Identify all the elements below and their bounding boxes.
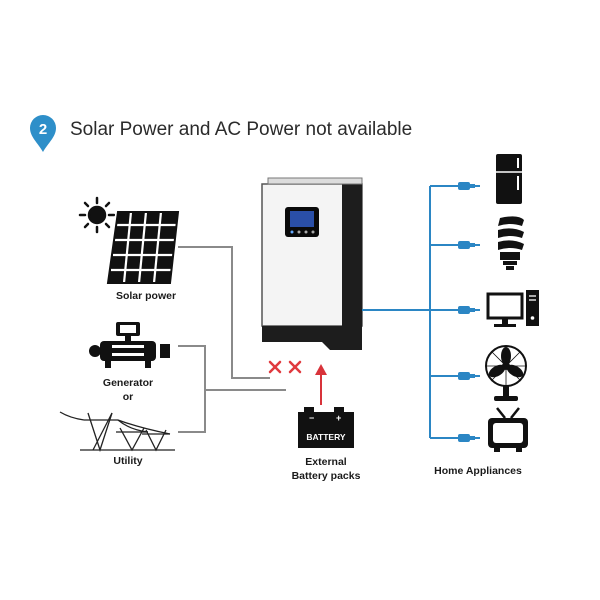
solar-panel-icon xyxy=(105,211,180,284)
ac-output-lines xyxy=(362,185,480,439)
svg-text:+: + xyxy=(336,413,341,423)
hybrid-inverter-unit xyxy=(261,177,363,350)
external-battery-label-line1: External xyxy=(305,456,347,468)
generator-label: Generator xyxy=(102,377,154,389)
battery-to-inverter-arrow xyxy=(315,364,327,405)
source-connection-lines xyxy=(178,246,286,433)
sun-icon xyxy=(78,196,116,234)
computer-icon xyxy=(486,290,539,327)
battery-icon: − + BATTERY xyxy=(298,407,354,448)
step-marker-pin-icon: 2 xyxy=(30,115,56,152)
home-appliances-label: Home Appliances xyxy=(434,465,522,477)
utility-power-lines-icon xyxy=(59,411,175,453)
tv-icon xyxy=(488,407,528,452)
refrigerator-icon xyxy=(496,154,522,204)
cfl-bulb-icon xyxy=(498,216,524,270)
fan-icon xyxy=(485,345,527,401)
step-number: 2 xyxy=(39,121,47,138)
svg-text:−: − xyxy=(309,413,314,423)
battery-box-text: BATTERY xyxy=(306,432,346,442)
or-label: or xyxy=(122,391,134,403)
solar-power-label: Solar power xyxy=(115,290,177,302)
disconnected-x-marks xyxy=(268,360,302,374)
diagram-heading: 2 Solar Power and AC Power not available xyxy=(28,113,568,153)
utility-label: Utility xyxy=(113,455,143,467)
plug-connectors xyxy=(458,182,475,442)
diagram-title: Solar Power and AC Power not available xyxy=(70,119,413,140)
generator-icon xyxy=(89,322,170,368)
external-battery-label-line2: Battery packs xyxy=(291,470,361,482)
